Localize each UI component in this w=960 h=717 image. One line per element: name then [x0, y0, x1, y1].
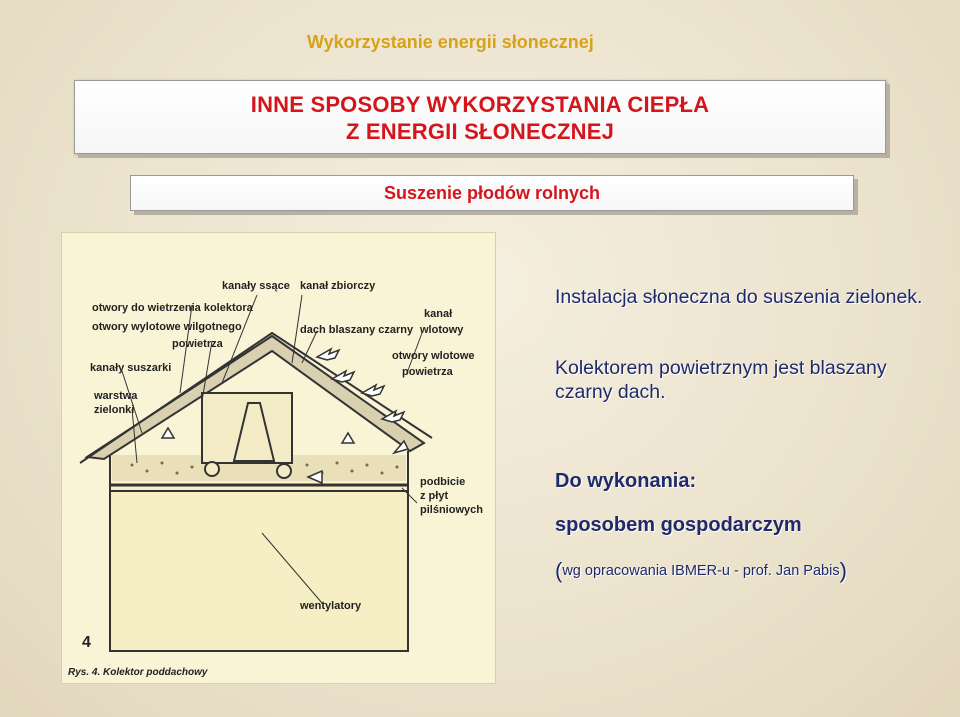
description-paragraph-2: Kolektorem powietrznym jest blaszany cza… [555, 357, 887, 403]
label-kanaly-ssace: kanały ssące [222, 280, 290, 292]
figure-caption: Rys. 4. Kolektor poddachowy [68, 667, 208, 678]
label-pilsniowych: pilśniowych [420, 504, 483, 516]
description-paragraph-1: Instalacja słoneczna do suszenia zielone… [555, 286, 923, 308]
credit-line: (wg opracowania IBMER-u - prof. Jan Pabi… [555, 558, 847, 584]
subtitle-text: Suszenie płodów rolnych [383, 183, 601, 203]
title-box: INNE SPOSOBY WYKORZYSTANIA CIEPŁA Z ENER… [74, 80, 886, 154]
label-kanaly-suszarki: kanały suszarki [90, 362, 171, 374]
title-line-1: INNE SPOSOBY WYKORZYSTANIA CIEPŁA [250, 92, 710, 117]
label-warstwa: warstwa [93, 390, 138, 402]
slide-header-title: Wykorzystanie energii słonecznej [307, 32, 594, 52]
todo-heading: Do wykonania: [555, 470, 697, 492]
label-powietrza-2: powietrza [402, 366, 454, 378]
subtitle-box: Suszenie płodów rolnych [130, 175, 854, 211]
label-dach-blaszany: dach blaszany czarny [300, 324, 414, 336]
label-otwory-wylotowe: otwory wylotowe wilgotnego [92, 321, 242, 333]
roof [79, 331, 433, 464]
label-otwory-wlotowe: otwory wlotowe [392, 350, 475, 362]
label-powietrza: powietrza [172, 338, 224, 350]
collector-diagram: kanały ssące kanał zbiorczy otwory do wi… [61, 232, 496, 684]
label-otwory-kolektora: otwory do wietrzenia kolektora [92, 302, 254, 314]
label-wlotowy: wlotowy [419, 324, 464, 336]
title-line-2: Z ENERGII SŁONECZNEJ [345, 119, 615, 144]
page-number: 4 [82, 634, 91, 651]
air-flow-arrows [160, 347, 410, 485]
credit-text: wg opracowania IBMER-u - prof. Jan Pabis [562, 563, 840, 579]
building-lower-wall [109, 484, 409, 652]
credit-close-paren: ) [839, 558, 847, 583]
label-zielonki: zielonki [94, 404, 134, 416]
credit-open-paren: ( [555, 558, 563, 583]
method-text: sposobem gospodarczym [555, 514, 802, 536]
label-podbicie: podbicie [420, 476, 465, 488]
label-kanal-zbiorczy: kanał zbiorczy [300, 280, 376, 292]
label-wentylatory: wentylatory [299, 600, 362, 612]
label-kanal: kanał [424, 308, 452, 320]
central-duct [201, 392, 293, 479]
label-z-plyt: z płyt [420, 490, 448, 502]
collector-diagram-svg: kanały ssące kanał zbiorczy otwory do wi… [79, 280, 483, 652]
